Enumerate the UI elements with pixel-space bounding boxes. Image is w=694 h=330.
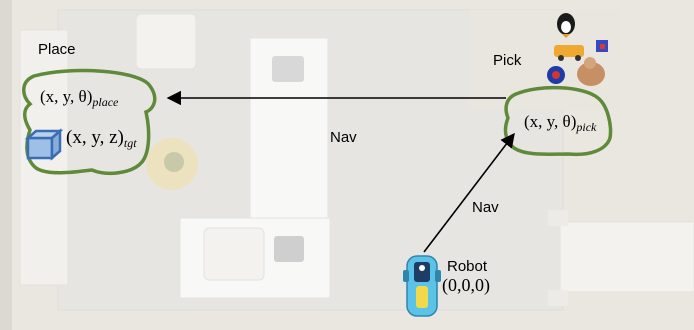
- nav-label-diagonal: Nav: [472, 199, 499, 216]
- nav-label-horizontal: Nav: [330, 129, 357, 146]
- pick-pose-sub: pick: [576, 120, 597, 134]
- plush-toy-icon: [577, 57, 605, 86]
- pick-pose-main: (x, y, θ): [524, 112, 577, 131]
- plant: [164, 152, 184, 172]
- target-position: (x, y, z)tgt: [66, 127, 137, 150]
- pick-label: Pick: [493, 52, 522, 69]
- pick-region: [503, 85, 613, 157]
- cube-icon: [24, 128, 64, 161]
- target-position-sub: tgt: [123, 136, 137, 150]
- robot-origin: (0,0,0): [442, 275, 490, 295]
- place-pose-sub: place: [92, 95, 119, 109]
- robot-label: Robot: [447, 258, 488, 275]
- place-region: [22, 68, 157, 176]
- penguin-toy-icon: [557, 13, 575, 38]
- armchair: [135, 13, 197, 70]
- nav-arrow-robot-to-pick: [423, 132, 515, 253]
- toy-cube-icon: [596, 40, 608, 52]
- place-pose: (x, y, θ)place: [40, 87, 118, 108]
- robot-icon: [403, 255, 441, 317]
- dining-table: [559, 221, 694, 293]
- place-pose-main: (x, y, θ): [40, 87, 93, 106]
- target-position-main: (x, y, z): [66, 127, 124, 148]
- cushion: [272, 56, 304, 82]
- dining-chair: [548, 290, 568, 306]
- dining-chair: [548, 210, 568, 226]
- toy-car-icon: [554, 45, 584, 61]
- place-label: Place: [38, 41, 76, 58]
- pick-objects: [547, 13, 608, 86]
- ball-icon: [547, 66, 565, 84]
- pick-pose: (x, y, θ)pick: [524, 112, 596, 133]
- cushion: [274, 236, 304, 262]
- armchair: [203, 227, 265, 281]
